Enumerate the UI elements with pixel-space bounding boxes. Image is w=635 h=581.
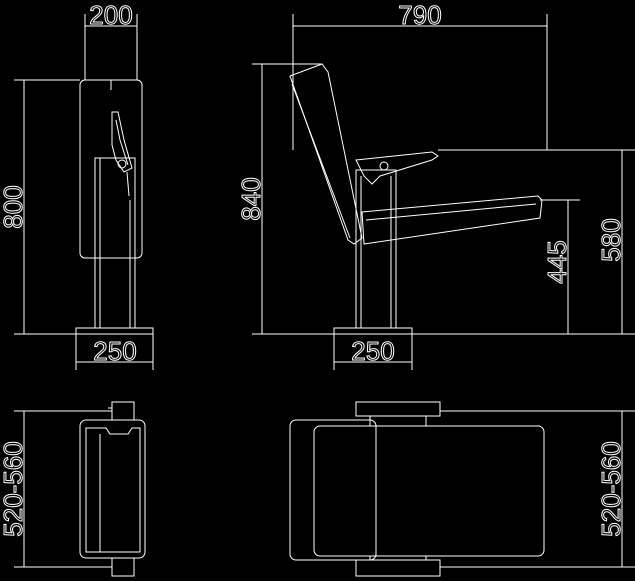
dim-top-side-width: 520-560 xyxy=(596,441,626,536)
front-view xyxy=(14,14,154,370)
drawing-lines xyxy=(14,14,635,577)
top-view-front xyxy=(14,401,146,577)
dim-front-height: 800 xyxy=(0,185,28,228)
dim-side-height: 840 xyxy=(236,177,266,220)
top-view-side xyxy=(289,401,635,577)
dim-front-width: 200 xyxy=(89,0,132,30)
dim-front-base: 250 xyxy=(93,336,136,366)
dim-side-seat-top: 580 xyxy=(596,218,626,261)
dim-side-base: 250 xyxy=(351,336,394,366)
side-view xyxy=(252,14,635,370)
dim-top-front-width: 520-560 xyxy=(0,441,28,536)
dimension-labels: 200 800 250 790 840 445 580 250 520-560 … xyxy=(0,0,627,537)
dim-side-seat-height: 445 xyxy=(542,240,572,283)
dim-side-depth: 790 xyxy=(398,0,441,30)
